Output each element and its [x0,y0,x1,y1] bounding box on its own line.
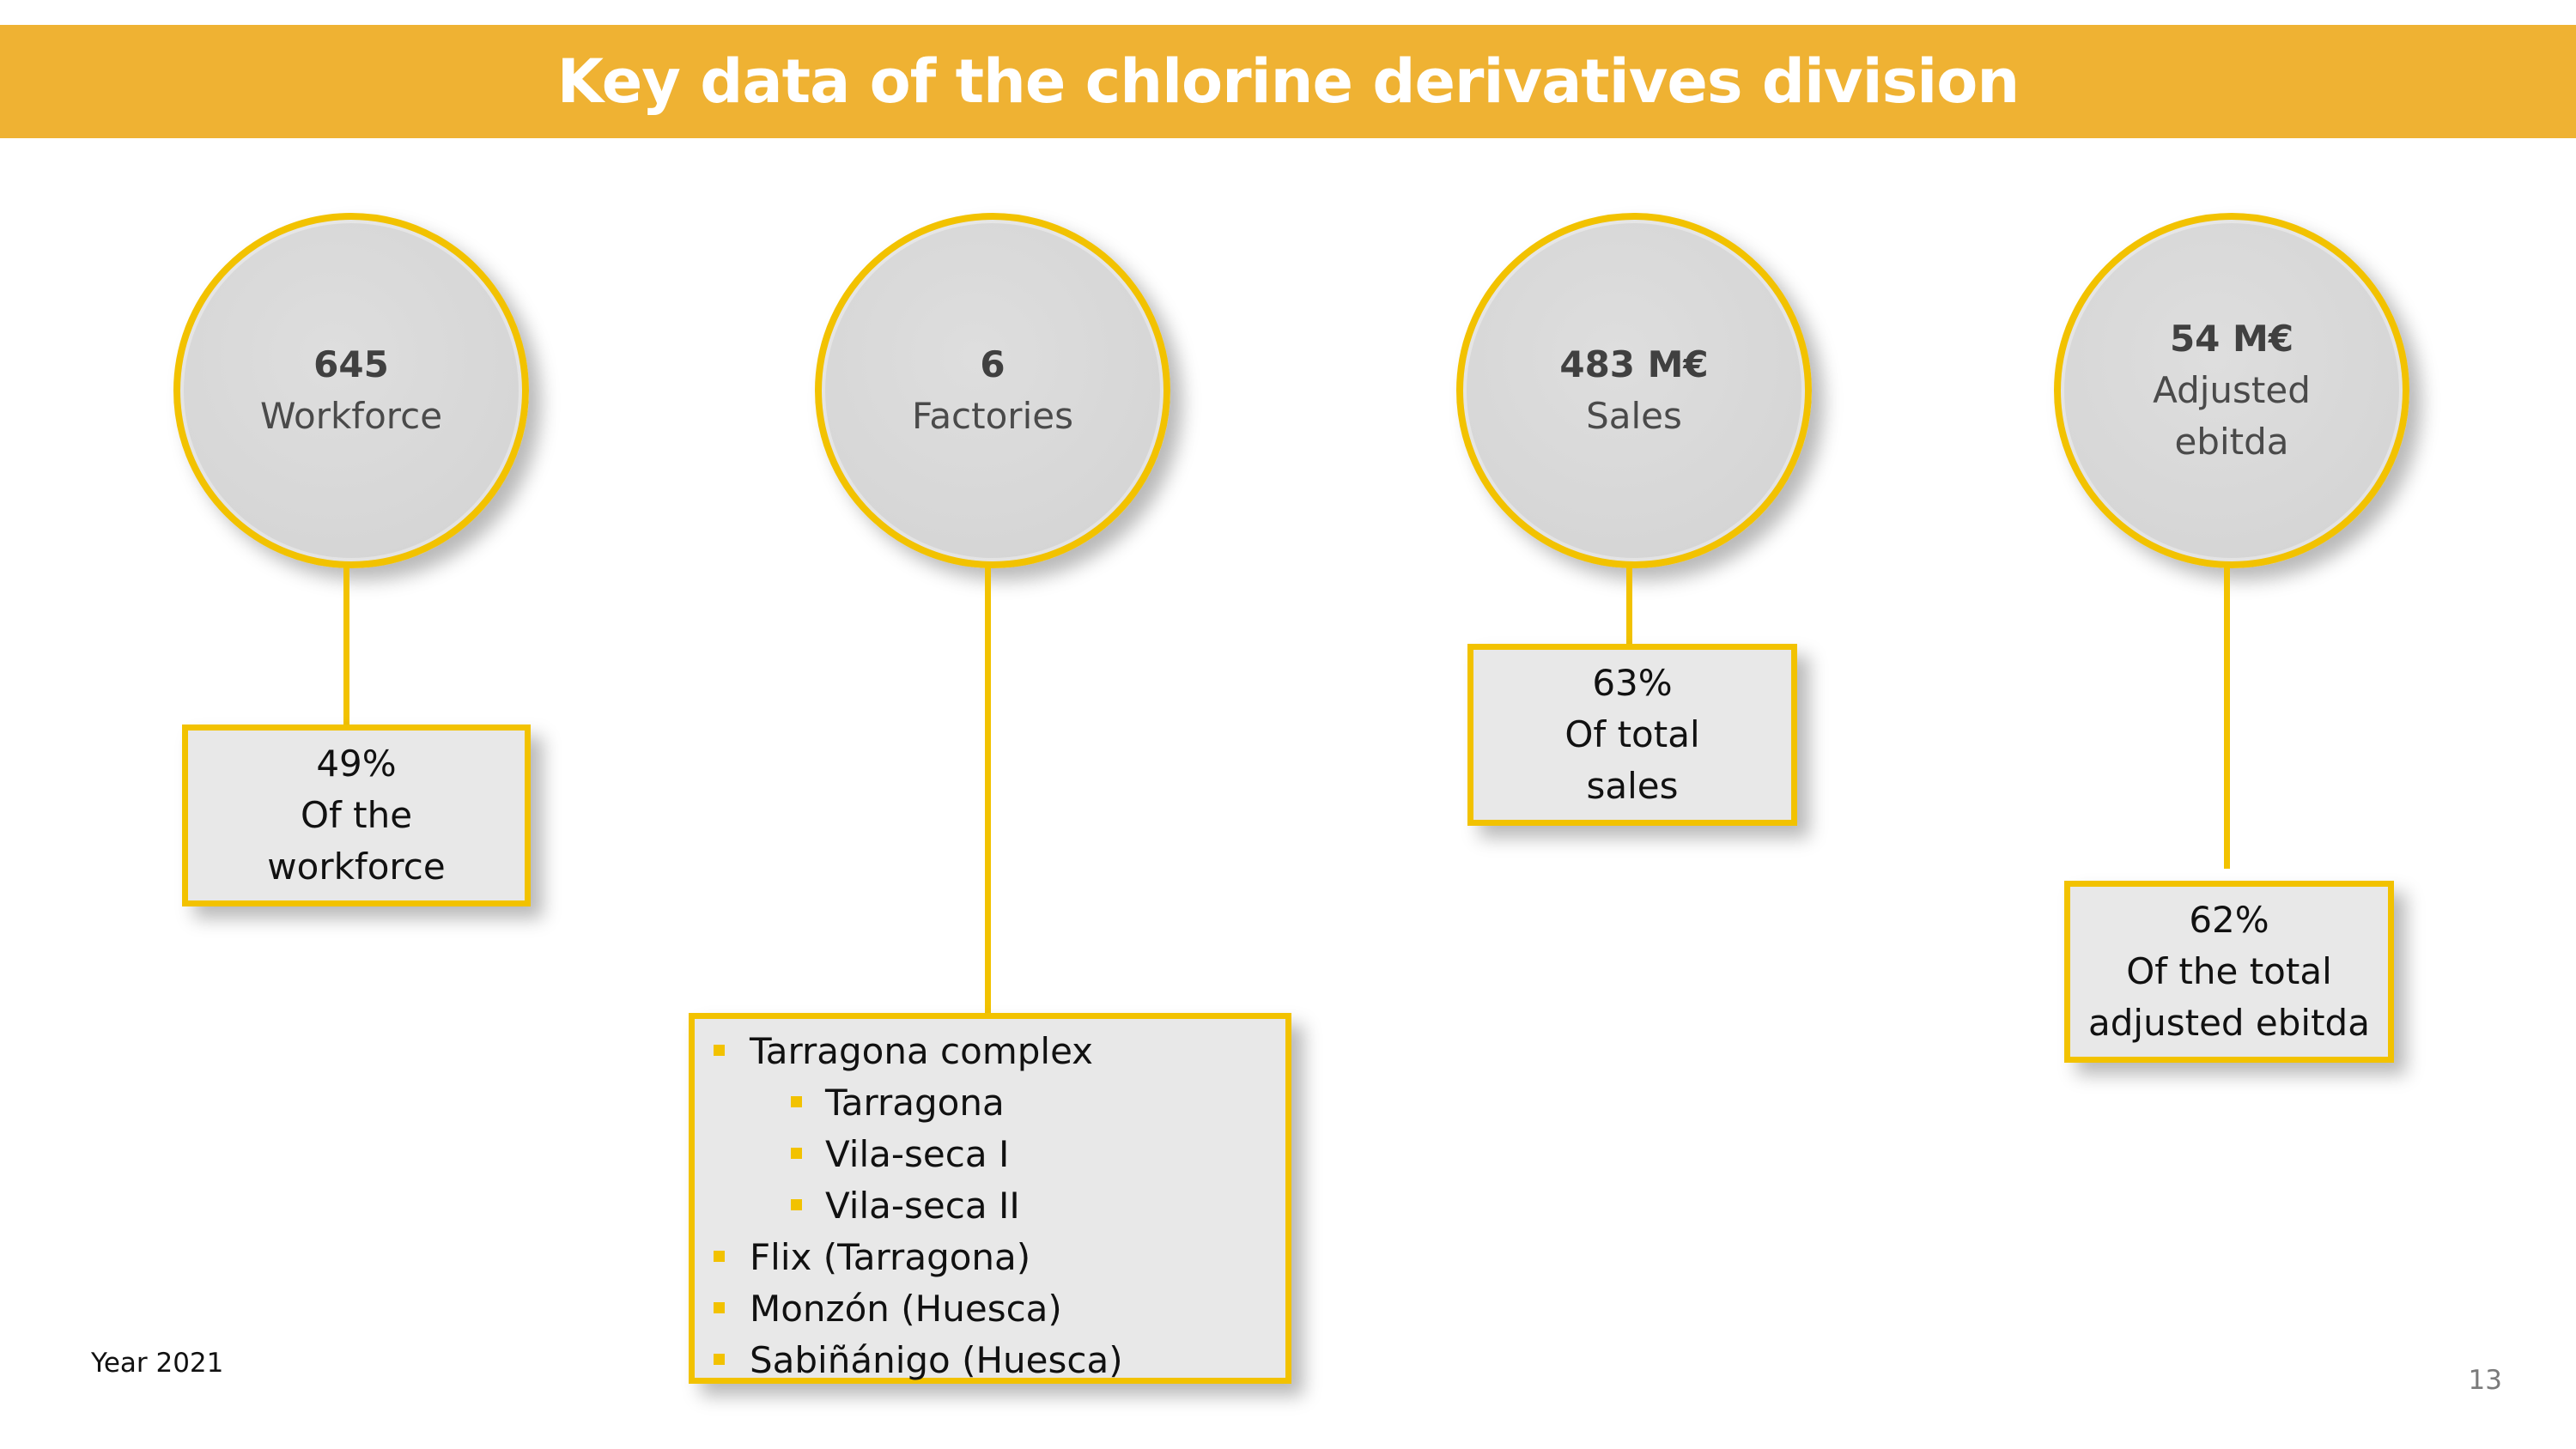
slide-title: Key data of the chlorine derivatives div… [556,46,2020,117]
factory-item-label: Tarragona complex [750,1030,1094,1072]
workforce-detail-box: 49% Of the workforce [182,724,531,906]
sales-detail-line-1: Of total [1564,713,1700,755]
bullet-icon [714,1354,725,1365]
sales-detail-box: 63% Of total sales [1467,644,1797,826]
footer-year: Year 2021 [91,1348,224,1379]
ebitda-detail-line-2: adjusted ebitda [2088,1002,2370,1044]
bullet-icon [714,1302,725,1313]
factory-subitem: Vila-seca II [695,1180,1020,1232]
factories-list-box: Tarragona complex Tarragona Vila-seca I … [689,1013,1291,1384]
bullet-icon [791,1148,802,1159]
factory-item-label: Flix (Tarragona) [750,1236,1031,1278]
factories-label: Factories [912,395,1073,437]
ebitda-connector [2224,561,2230,869]
bullet-icon [714,1045,725,1056]
ebitda-detail-line-1: Of the total [2126,950,2332,992]
factory-subitem-label: Tarragona [825,1082,1005,1124]
bullet-icon [714,1251,725,1262]
workforce-connector [343,561,349,724]
factory-item: Sabiñánigo (Huesca) [695,1335,1123,1386]
sales-label: Sales [1586,395,1682,437]
ebitda-label-line-2: ebitda [2174,421,2289,463]
factories-circle: 6 Factories [815,213,1170,568]
ebitda-label-line-1: Adjusted [2153,369,2311,411]
factory-item: Tarragona complex [695,1026,1093,1077]
sales-circle: 483 M€ Sales [1456,213,1812,568]
ebitda-value: 54 M€ [2169,318,2294,360]
sales-detail-line-2: sales [1586,765,1679,807]
workforce-detail-percent: 49% [316,743,397,785]
factory-subitem: Tarragona [695,1077,1005,1129]
factories-value: 6 [980,343,1005,385]
sales-detail-percent: 63% [1592,662,1673,704]
ebitda-detail-percent: 62% [2189,899,2269,941]
sales-value: 483 M€ [1559,343,1709,385]
factory-subitem-label: Vila-seca II [825,1185,1020,1227]
title-bar: Key data of the chlorine derivatives div… [0,25,2576,138]
factory-item-label: Sabiñánigo (Huesca) [750,1339,1123,1381]
workforce-detail-line-2: workforce [267,846,446,888]
workforce-label: Workforce [259,395,443,437]
workforce-circle: 645 Workforce [173,213,529,568]
factory-subitem-label: Vila-seca I [825,1133,1010,1175]
workforce-value: 645 [313,343,389,385]
factory-subitem: Vila-seca I [695,1129,1009,1180]
sales-connector [1626,561,1632,644]
ebitda-circle: 54 M€ Adjusted ebitda [2054,213,2409,568]
page-number: 13 [2468,1365,2502,1396]
factory-item: Flix (Tarragona) [695,1232,1030,1283]
bullet-icon [791,1199,802,1210]
workforce-detail-line-1: Of the [300,794,413,836]
ebitda-detail-box: 62% Of the total adjusted ebitda [2064,881,2394,1063]
bullet-icon [791,1096,802,1107]
factory-item: Monzón (Huesca) [695,1283,1062,1335]
factory-item-label: Monzón (Huesca) [750,1288,1062,1330]
factories-connector [985,561,991,1015]
